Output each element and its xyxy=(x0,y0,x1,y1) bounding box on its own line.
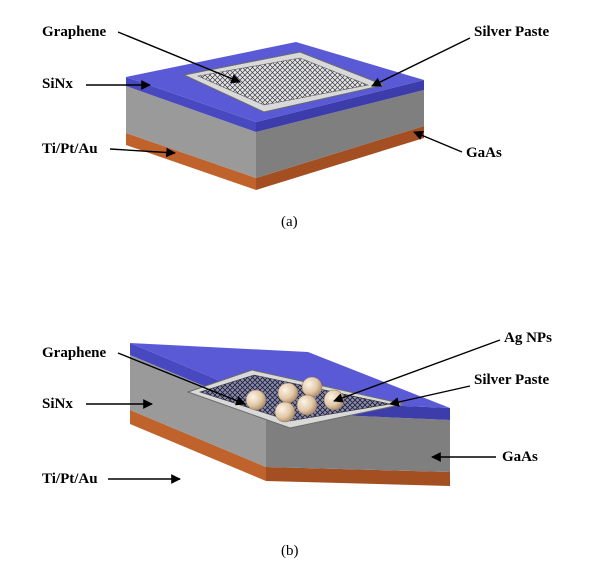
graphene-sheet xyxy=(196,57,370,106)
gaas-substrate-front xyxy=(130,355,266,467)
panel-a xyxy=(126,42,424,190)
ag-nanoparticle xyxy=(274,401,296,423)
label-graphene-a: Graphene xyxy=(42,24,107,40)
sinx-layer-side xyxy=(256,80,424,132)
ag-nanoparticle xyxy=(296,394,318,416)
arrow-contact-a xyxy=(109,147,176,158)
ag-nanoparticle xyxy=(277,382,299,404)
sinx-layer-top xyxy=(130,343,450,408)
ag-nanoparticle xyxy=(301,376,323,398)
label-gaas-b: GaAs xyxy=(502,449,538,465)
gaas-substrate-front xyxy=(126,86,256,178)
contact-layer-front xyxy=(130,410,266,481)
label-graphene-b: Graphene xyxy=(42,345,107,361)
ag-nanoparticle xyxy=(245,389,267,411)
label-contact-b: Ti/Pt/Au xyxy=(42,471,98,487)
contact-layer-side xyxy=(266,467,450,486)
arrow-graphene-a xyxy=(117,31,241,84)
label-sinx-a: SiNx xyxy=(42,76,73,92)
label-silver-paste-b: Silver Paste xyxy=(474,372,549,388)
gaas-substrate-side xyxy=(256,90,424,178)
contact-layer-front xyxy=(126,133,256,190)
ag-nanoparticle xyxy=(323,389,345,411)
caption-a: (a) xyxy=(281,214,298,230)
label-sinx-b: SiNx xyxy=(42,396,73,412)
arrow-silver-paste-a xyxy=(371,37,471,87)
contact-layer-side xyxy=(256,126,424,190)
label-gaas-a: GaAs xyxy=(466,145,502,161)
caption-b: (b) xyxy=(281,543,299,559)
arrow-graphene-b xyxy=(117,352,246,406)
panel-b xyxy=(130,343,450,486)
arrow-ag-nps-b xyxy=(333,339,501,403)
arrow-gaas-a xyxy=(413,130,463,153)
label-ag-nps-b: Ag NPs xyxy=(504,330,552,346)
gaas-substrate-side xyxy=(266,412,450,472)
sinx-layer-front xyxy=(126,77,256,132)
label-contact-a: Ti/Pt/Au xyxy=(42,141,98,157)
arrow-silver-paste-b xyxy=(389,385,471,407)
label-silver-paste-a: Silver Paste xyxy=(474,24,549,40)
